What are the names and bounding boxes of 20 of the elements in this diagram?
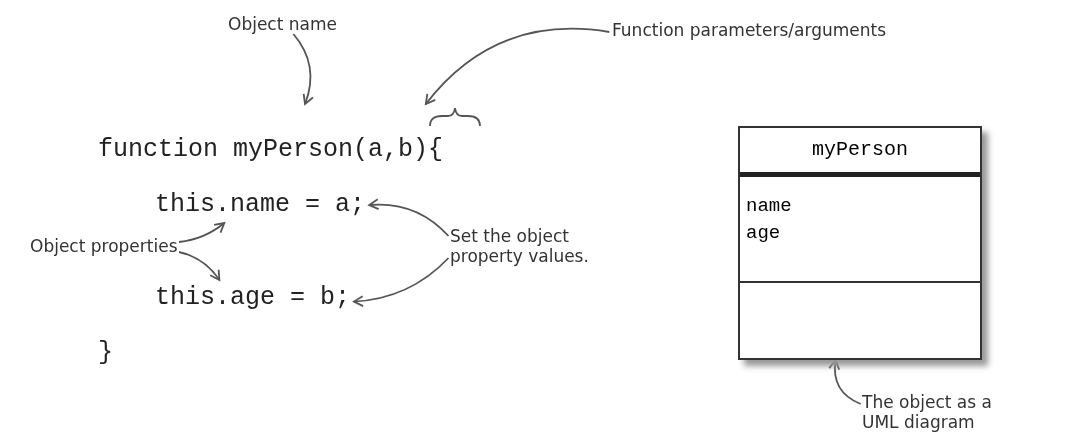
code-line: this.age = b; (155, 280, 351, 316)
arrow (178, 251, 221, 281)
arrow (178, 222, 226, 243)
annotation-text: Set the object property values. (450, 226, 600, 266)
code-line: this.name = a; (155, 187, 366, 223)
arrow (292, 33, 314, 105)
code-line: } (98, 335, 113, 371)
annotation-text: Function parameters/arguments (612, 20, 887, 40)
arrow (424, 27, 611, 105)
attribute-text: name (746, 194, 792, 219)
attribute-text: age (746, 221, 781, 246)
annotation-text: The object as a UML diagram (862, 392, 992, 432)
annotation-text: Object properties (30, 236, 178, 256)
annotation-text: Object name (228, 14, 337, 34)
uml-class-box (738, 126, 982, 360)
code-line: function myPerson(a,b){ (98, 135, 444, 164)
arrow (368, 198, 450, 237)
arrow (828, 359, 862, 405)
arrow (353, 257, 450, 307)
class-name: myPerson (812, 138, 908, 161)
